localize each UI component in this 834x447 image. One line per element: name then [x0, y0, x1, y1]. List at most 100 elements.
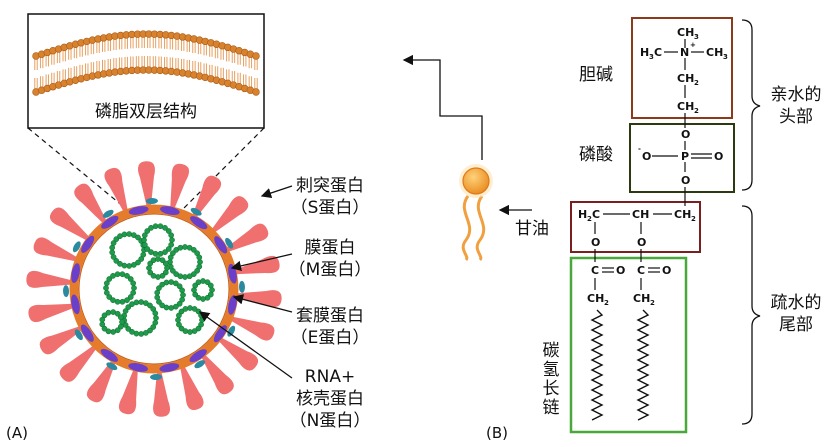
rna-bead	[191, 328, 198, 334]
spike-protein	[235, 290, 282, 308]
rna-bead	[117, 261, 123, 267]
rna-bead	[179, 287, 185, 294]
spike-protein	[49, 207, 90, 241]
rna-nucleocapsid	[99, 223, 215, 337]
rna-bead	[125, 304, 132, 310]
rna-bead	[168, 232, 175, 239]
bilayer-label: 磷脂双层结构	[95, 102, 197, 122]
hydrophilic-label-line1: 亲水的	[771, 85, 822, 105]
fatty-acid-chain-right: C O CH 2	[633, 264, 671, 307]
rna-bead	[141, 241, 148, 248]
rna-bead	[127, 294, 134, 300]
rna-bead	[168, 241, 175, 248]
m-protein	[128, 363, 148, 372]
rna-bead	[122, 308, 129, 314]
spike-protein	[74, 183, 108, 225]
svg-text:3: 3	[723, 53, 728, 61]
svg-text:C: C	[654, 46, 662, 59]
e-protein	[102, 209, 114, 218]
svg-text:CH: CH	[632, 208, 649, 221]
panel-b-tag: (B)	[486, 424, 508, 442]
m-protein	[71, 294, 80, 315]
svg-text:氢: 氢	[543, 360, 560, 380]
svg-text:O: O	[616, 264, 625, 277]
m-protein	[80, 324, 94, 342]
svg-text:（S蛋白）: （S蛋白）	[291, 198, 370, 218]
spike-proteins	[26, 161, 282, 417]
rna-bead	[168, 305, 175, 311]
hydrophobic-brace	[741, 205, 761, 425]
svg-text:链: 链	[543, 398, 560, 418]
rna-bead	[196, 254, 203, 261]
rna-bead	[103, 280, 110, 287]
spike-protein	[26, 270, 73, 288]
zoom-line-left	[27, 127, 131, 213]
rna-bead	[150, 324, 157, 330]
svg-text:CH: CH	[633, 292, 650, 305]
e-protein	[190, 207, 202, 216]
rna-bead	[198, 321, 204, 328]
label-s-protein: 刺突蛋白 （S蛋白）	[260, 176, 370, 218]
rna-bead	[144, 246, 151, 252]
svg-text:P: P	[681, 150, 689, 163]
rna-bead	[118, 314, 124, 321]
svg-text:碳: 碳	[543, 341, 560, 361]
rna-bead	[199, 317, 205, 323]
m-protein	[71, 263, 80, 283]
svg-text:H: H	[640, 46, 649, 59]
hydrophilic-brace	[741, 19, 761, 191]
rna-bead	[197, 259, 203, 265]
rna-bead	[169, 237, 175, 243]
rna-bead	[180, 292, 186, 298]
svg-text:O: O	[591, 236, 600, 249]
rna-bead	[101, 312, 108, 319]
rna-bead	[170, 250, 176, 257]
m-proteins	[71, 206, 237, 372]
phospholipid-icon	[459, 164, 493, 262]
svg-text:O: O	[681, 128, 690, 141]
rna-bead	[178, 308, 185, 315]
choline-label: 胆碱	[579, 65, 613, 85]
rna-bead	[110, 329, 117, 335]
choline-structure: CH 3 H 3 C N + CH 3 CH 2 CH 2	[640, 26, 728, 115]
rna-bead	[207, 282, 214, 289]
rna-bead	[129, 329, 135, 335]
hydrophilic-label-line2: 头部	[779, 107, 813, 127]
glycerol-structure: H 2 C CH CH 2 O O	[578, 208, 696, 249]
m-protein	[214, 236, 228, 254]
spike-protein	[229, 316, 275, 341]
svg-text:刺突蛋白: 刺突蛋白	[296, 176, 364, 196]
svg-text:（N蛋白）: （N蛋白）	[290, 411, 371, 431]
spike-protein	[137, 161, 155, 208]
svg-text:H: H	[578, 208, 587, 221]
rna-bead	[130, 262, 137, 268]
rna-bead	[110, 297, 116, 303]
svg-text:3: 3	[649, 53, 654, 61]
rna-bead	[186, 273, 193, 280]
zoom-line-right	[179, 127, 265, 213]
m-protein	[159, 363, 180, 372]
svg-text:2: 2	[694, 107, 699, 115]
rna-bead	[106, 276, 113, 282]
rna-bead	[175, 317, 181, 323]
spike-protein	[192, 175, 222, 219]
rna-bead	[130, 289, 137, 296]
rna-bead	[138, 331, 145, 337]
label-n-protein: RNA+ 核壳蛋白 （N蛋白）	[198, 311, 371, 431]
glycerol-label: 甘油	[515, 219, 549, 239]
rna-bead	[177, 244, 184, 251]
svg-text:C: C	[591, 264, 599, 277]
rna-bead	[141, 232, 148, 239]
svg-text:C: C	[637, 264, 645, 277]
svg-text:（M蛋白）: （M蛋白）	[289, 260, 372, 280]
rna-bead	[176, 312, 182, 319]
rna-bead	[114, 271, 121, 278]
svg-text:2: 2	[650, 299, 655, 307]
spike-protein	[200, 353, 234, 395]
fatty-acid-chain-left: C O CH 2	[587, 264, 625, 307]
svg-text:CH: CH	[587, 292, 604, 305]
svg-text:CH: CH	[677, 100, 694, 113]
phosphate-label: 磷酸	[579, 145, 613, 165]
rna-bead	[176, 283, 183, 290]
